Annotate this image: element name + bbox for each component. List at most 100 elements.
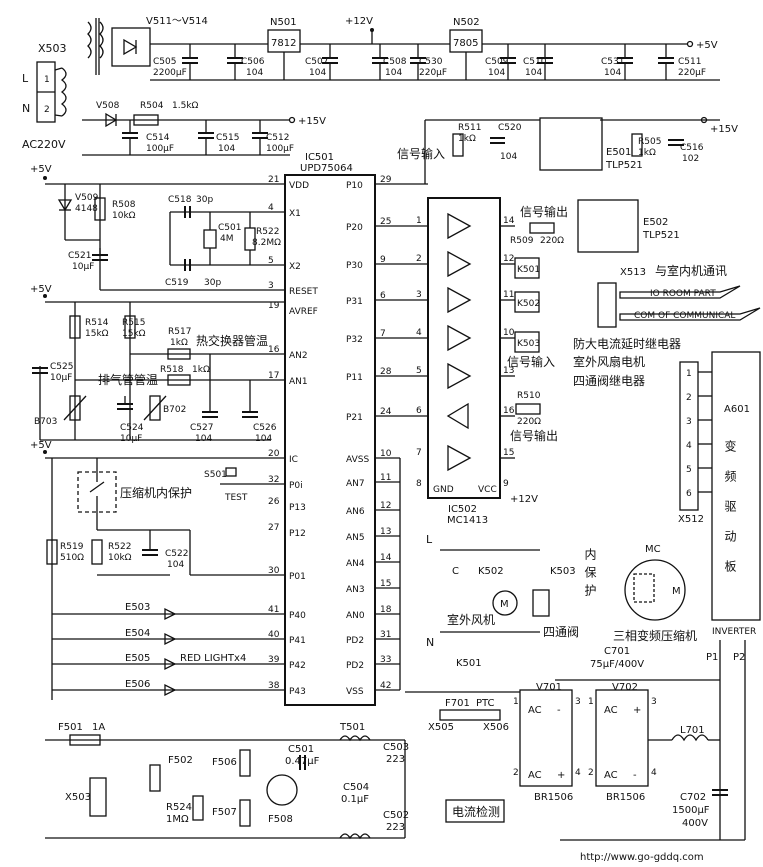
c512-label: C512 [266,133,289,143]
v702-label: V702 [612,682,638,693]
choke-t501 [339,735,371,742]
c524-label: C524 [120,423,144,433]
ic501-pin-num: 26 [268,497,280,507]
resistor-r519 [46,539,58,565]
signal-out-label: 信号输出 [520,204,568,219]
ic501-pin-name: VSS [346,687,364,697]
c504-label: C504 [343,782,369,793]
plus15v-right-label: +15V [710,124,738,135]
current-detect-label: 电流检测 [452,804,500,819]
c505-label: C505 [153,57,176,67]
communication-section: 信号输入 R511 1kΩ C520 104 E501 TLP521 R505 … [397,116,761,621]
plus5v-b-label: +5V [30,284,52,295]
connector-x512 [679,361,699,511]
compressor-mc-label: MC [645,544,661,555]
thermistor-b702 [149,395,161,421]
x512-pin-num: 2 [686,393,692,403]
ic501-pin-num: 42 [380,681,391,691]
c521-label: C521 [68,251,91,261]
compressor-motor [624,559,686,621]
ic501-pin-num: 15 [380,579,391,589]
resistor-r517 [167,348,191,360]
ic502-gnd: GND [433,485,454,495]
comm-indoor-label: 与室内机通讯 [655,263,727,278]
ic501-pin-num: 9 [380,255,386,265]
buffer-gate [447,212,472,240]
c522-label: C522 [165,549,188,559]
test-switch[interactable] [225,467,237,477]
ic501-pin-num: 40 [268,630,280,640]
resistor-r510 [515,403,541,415]
ic502-type: MC1413 [447,515,488,526]
current-detect-box [445,799,505,823]
x512-pin-num: 5 [686,465,692,475]
resistor-r509 [529,222,555,234]
connector-x513 [597,282,617,328]
ic502-out-pin: 10 [503,328,515,338]
t501-label: T501 [339,722,365,733]
four-way-valve [532,589,550,617]
c519-value: 30p [204,278,221,288]
c524-value: 10μF [120,434,142,444]
ic501-pin-name: AVSS [346,455,369,465]
resistor-r518 [167,374,191,386]
x503-pin2-label: N [22,102,30,115]
x503-bottom-label: X503 [65,792,91,803]
ic501-pin-name: AN7 [346,479,365,489]
io-room-lead [619,285,741,299]
x513-label: X513 [620,267,646,278]
buffer-gate [447,444,472,472]
b702-label: B702 [163,405,186,415]
three-phase-compressor-label: 三相变频压缩机 [613,628,697,643]
e501-type: TLP521 [605,160,643,171]
x512-pin-num: 4 [686,441,692,451]
ic502-out-pin: 13 [503,366,514,376]
c515-value: 104 [218,144,235,154]
c527-value: 104 [195,434,212,444]
c525-value: 10μF [50,373,72,383]
ic501-pin-name: IC [289,455,298,465]
ic501-pin-name: P21 [346,413,363,423]
p2-label: P2 [733,652,745,663]
ic501-pin-name: P01 [289,572,306,582]
v701-ac2: AC [528,770,542,781]
r514-label: R514 [85,318,109,328]
c508-label: C508 [383,57,407,67]
watermark-url: http://www.go-gddq.com [580,852,704,863]
resistor-r524 [192,795,204,821]
e506-label: E506 [125,679,150,690]
bridge-v702 [595,689,649,787]
diode-v508 [105,112,118,128]
plus12v-label: +12V [345,16,373,27]
b703-label: B703 [34,417,57,427]
x512-pin-num: 1 [686,369,692,379]
r509-value: 220Ω [540,236,564,246]
ic502-in-pin: 7 [416,448,422,458]
ic502-vcc-pin: 9 [503,479,509,489]
ic502-in-pin: 3 [416,290,422,300]
c501-power-label: C501 [288,744,314,755]
r524-value: 1MΩ [166,814,189,825]
relay-k503 [514,331,540,353]
c514-value: 100μF [146,144,174,154]
test-label: TEST [224,493,248,503]
k503-contact-label: K503 [550,566,576,577]
c505-value: 2200μF [153,68,187,78]
load-n-label: N [426,636,434,649]
heat-exchanger-temp-label: 热交换器管温 [196,333,268,348]
ic501-pin-num: 25 [380,217,391,227]
f501-label: F501 [58,722,83,733]
e501-label: E501 [606,147,631,158]
compressor-protector-inner [633,573,655,603]
v702-pin3: 3 [651,697,657,707]
c518-label: C518 [168,195,192,205]
ic502-in-pin: 5 [416,366,422,376]
ic501-pin-name: PD2 [346,661,364,671]
ic501-pin-name: AN1 [289,377,308,387]
ic501-type: UPD75064 [300,163,353,174]
ic501-ref: IC501 [305,152,334,163]
c519-label: C519 [165,278,189,288]
